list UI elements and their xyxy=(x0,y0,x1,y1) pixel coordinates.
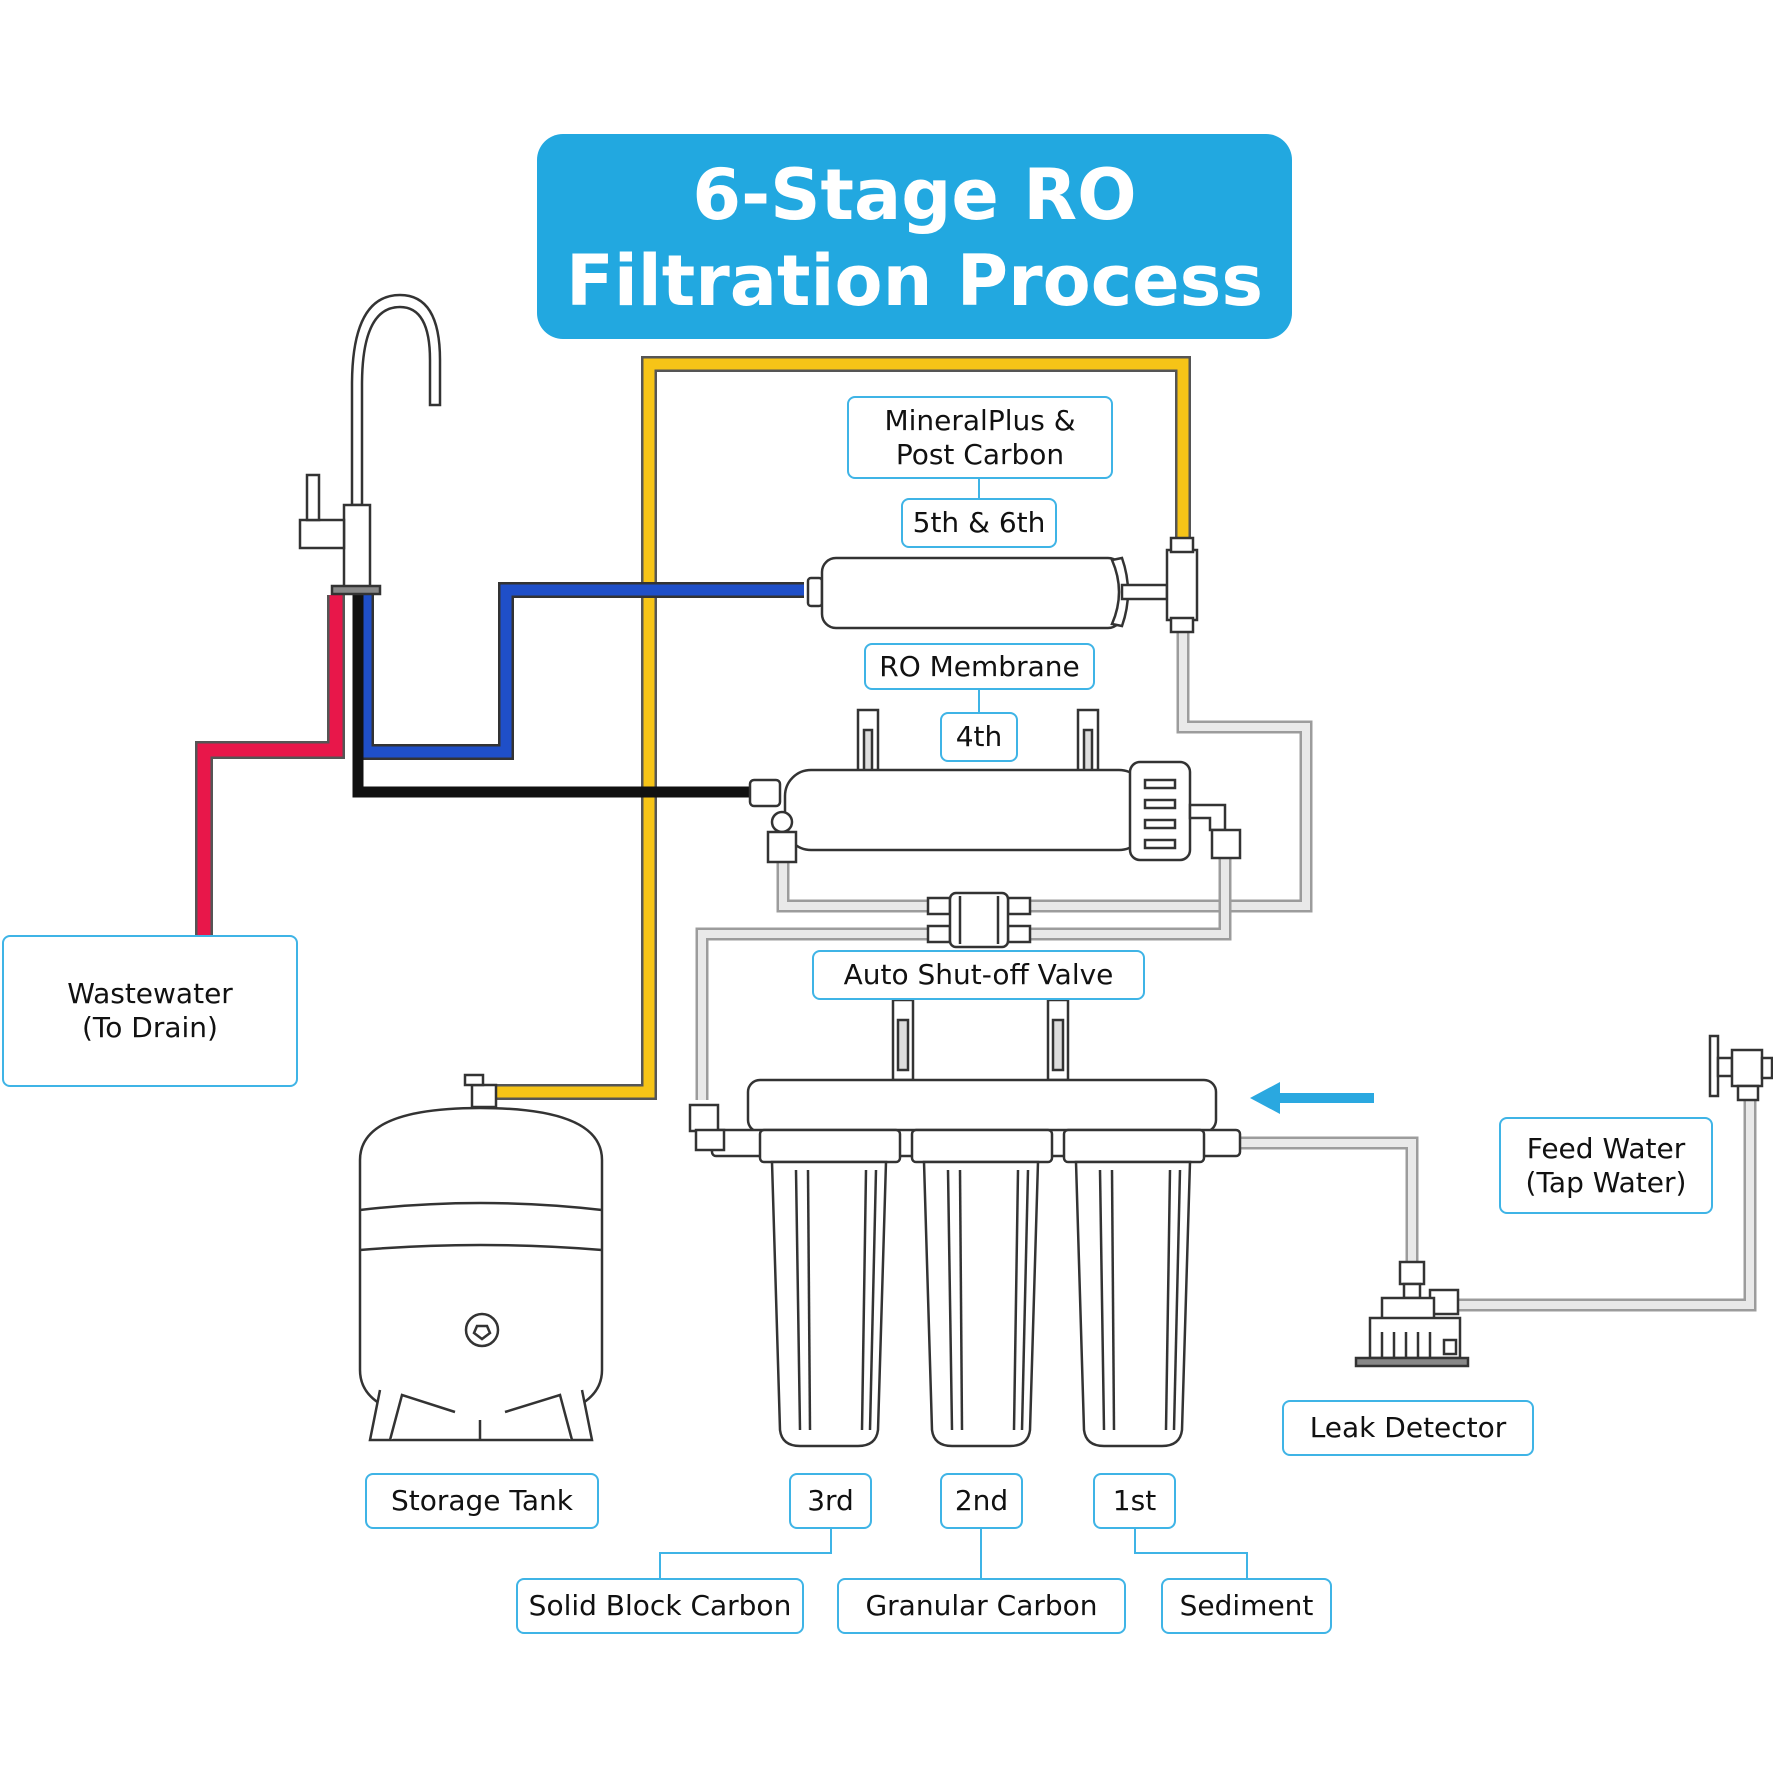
label-mineralplus-line1: MineralPlus & xyxy=(884,403,1076,437)
label-stage-3: 3rd xyxy=(789,1473,872,1529)
label-wastewater-line1: Wastewater xyxy=(67,977,233,1010)
label-stage-4-text: 4th xyxy=(955,720,1003,753)
label-granular-carbon: Granular Carbon xyxy=(837,1578,1126,1634)
label-ro-membrane-text: RO Membrane xyxy=(879,649,1080,683)
label-storage-tank: Storage Tank xyxy=(365,1473,599,1529)
label-connectors xyxy=(659,479,1248,1578)
label-feed-water-line1: Feed Water xyxy=(1526,1131,1686,1165)
flow-arrow xyxy=(1250,1082,1374,1114)
label-stage-2-text: 2nd xyxy=(954,1484,1009,1517)
label-sediment-text: Sediment xyxy=(1179,1589,1314,1622)
label-storage-tank-text: Storage Tank xyxy=(390,1484,574,1517)
label-auto-shutoff-valve: Auto Shut-off Valve xyxy=(812,950,1145,1000)
housing-stage3 xyxy=(758,1128,902,1448)
yellow-tube xyxy=(495,356,1191,1100)
tubing xyxy=(195,356,1757,1312)
label-mineralplus: MineralPlus & Post Carbon xyxy=(847,396,1113,479)
label-stage-1-text: 1st xyxy=(1112,1484,1157,1517)
label-solid-block-carbon: Solid Block Carbon xyxy=(516,1578,804,1634)
label-wastewater-line2: (To Drain) xyxy=(82,1011,218,1044)
label-stage-5-6: 5th & 6th xyxy=(901,498,1057,548)
leak-detector-drawing xyxy=(1354,1260,1470,1368)
label-wastewater: Wastewater (To Drain) xyxy=(2,935,298,1087)
label-leak-detector-text: Leak Detector xyxy=(1309,1411,1507,1444)
label-stage-1: 1st xyxy=(1093,1473,1176,1529)
diagram-title: 6-Stage RO Filtration Process xyxy=(537,134,1292,339)
ro-membrane-housing xyxy=(748,708,1242,864)
black-tube xyxy=(352,595,756,798)
label-leak-detector: Leak Detector xyxy=(1282,1400,1534,1456)
label-stage-4: 4th xyxy=(940,712,1018,762)
label-feed-water: Feed Water (Tap Water) xyxy=(1499,1117,1713,1214)
label-solid-block-carbon-text: Solid Block Carbon xyxy=(528,1589,792,1622)
faucet xyxy=(298,293,442,596)
label-granular-carbon-text: Granular Carbon xyxy=(865,1589,1098,1622)
label-stage-3-text: 3rd xyxy=(807,1484,854,1517)
label-feed-water-line2: (Tap Water) xyxy=(1525,1165,1687,1199)
housing-stage1 xyxy=(1062,1128,1206,1448)
red-tube xyxy=(195,595,345,935)
feed-valve xyxy=(1708,1034,1773,1102)
label-sediment: Sediment xyxy=(1161,1578,1332,1634)
label-mineralplus-line2: Post Carbon xyxy=(895,437,1065,471)
auto-shutoff-valve xyxy=(926,891,1032,949)
blue-tube xyxy=(358,582,804,760)
title-line-2: Filtration Process xyxy=(566,240,1263,322)
grey-tubes xyxy=(695,615,1757,1312)
housing-stage2 xyxy=(910,1128,1054,1448)
label-ro-membrane: RO Membrane xyxy=(864,643,1095,690)
prefilter-unit xyxy=(688,998,1242,1448)
label-stage-2: 2nd xyxy=(940,1473,1023,1529)
title-line-1: 6-Stage RO xyxy=(692,154,1137,236)
storage-tank-drawing xyxy=(358,1073,604,1442)
post-carbon-filter xyxy=(806,536,1199,634)
label-stage-5-6-text: 5th & 6th xyxy=(912,506,1046,539)
label-auto-shutoff-valve-text: Auto Shut-off Valve xyxy=(843,958,1114,991)
